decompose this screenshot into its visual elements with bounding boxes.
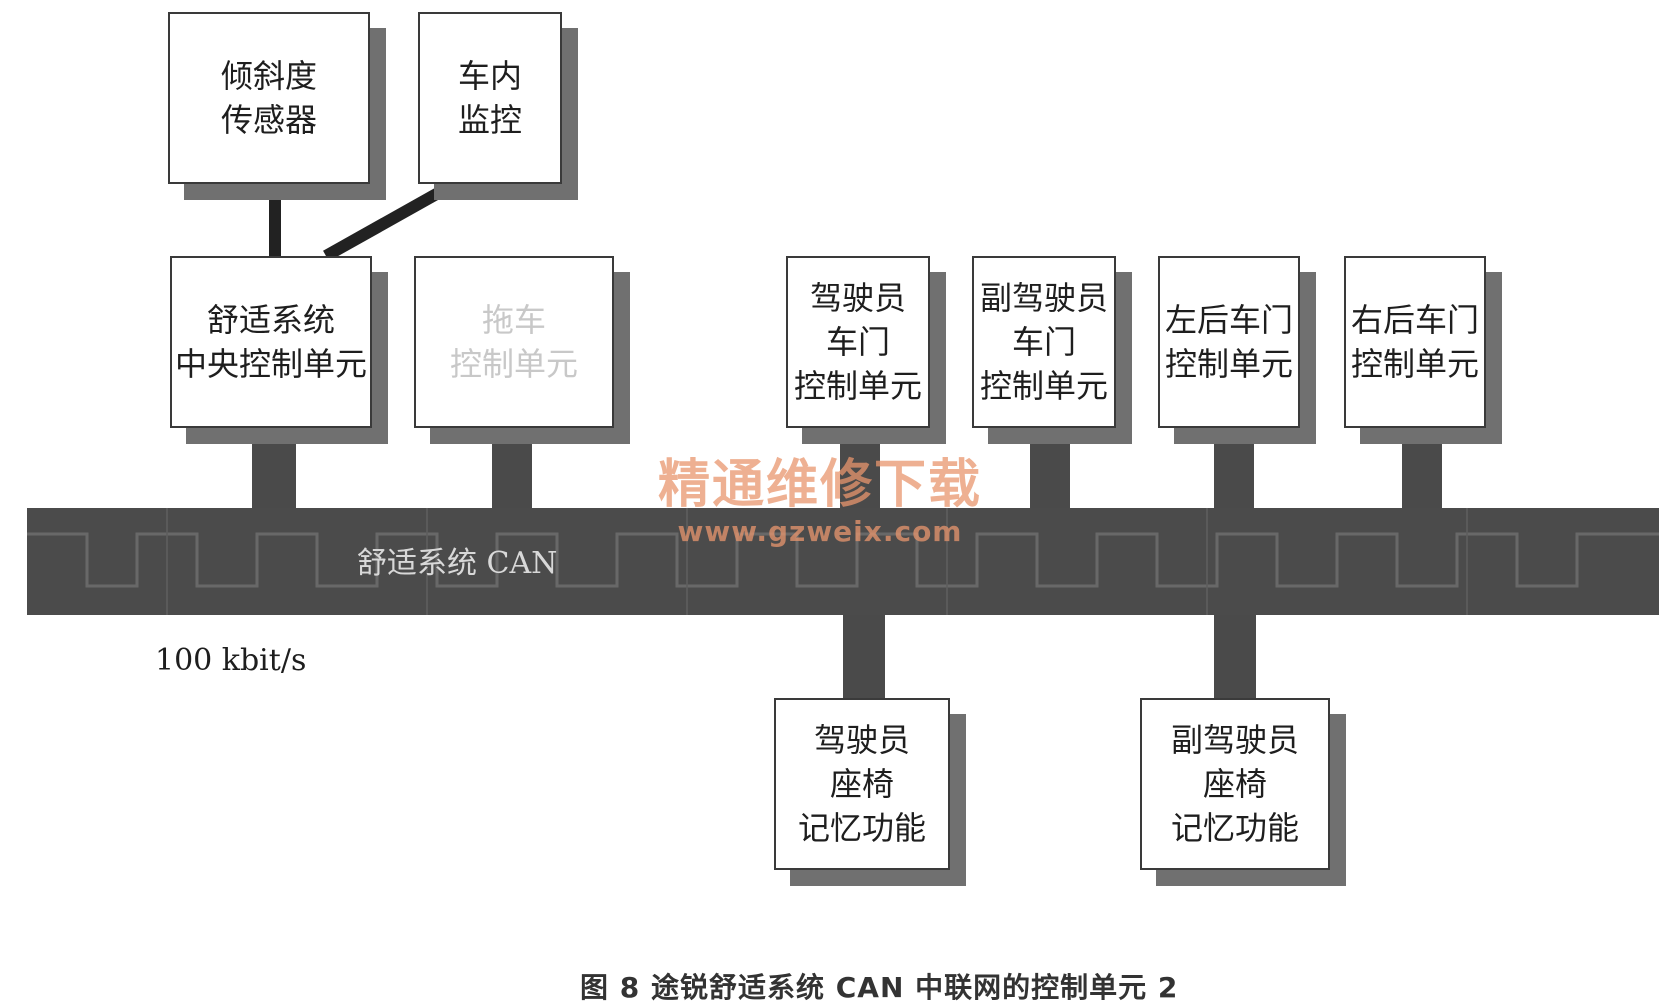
comfort-can-bus: 舒适系统 CAN	[27, 508, 1659, 615]
box-line: 车门	[825, 323, 890, 361]
stem-right-rear-door	[1402, 424, 1442, 510]
box-line: 车内	[457, 57, 522, 95]
box-line: 控制单元	[1350, 345, 1479, 383]
passenger-seat-memory-box: 副驾驶员 座椅 记忆功能	[1140, 698, 1330, 870]
box-line: 控制单元	[449, 345, 578, 383]
box-line: 记忆功能	[1170, 809, 1299, 847]
box-line: 驾驶员	[809, 279, 906, 317]
box-line: 控制单元	[979, 367, 1108, 405]
box-line: 传感器	[220, 101, 317, 139]
bus-label: 舒适系统 CAN	[357, 546, 558, 581]
passenger-door-unit-box: 副驾驶员 车门 控制单元	[972, 256, 1116, 428]
right-rear-door-unit-box: 右后车门 控制单元	[1344, 256, 1486, 428]
box-line: 舒适系统	[206, 301, 335, 339]
watermark: 精通维修下载 www.gzweix.com	[658, 455, 982, 549]
bus-speed-label: 100 kbit/s	[155, 643, 307, 678]
interior-monitor-box: 车内 监控	[418, 12, 562, 184]
box-line: 监控	[457, 101, 522, 139]
stem-left-rear-door	[1214, 424, 1254, 510]
box-line: 副驾驶员	[979, 279, 1108, 317]
box-line: 驾驶员	[813, 721, 910, 759]
stem-central-unit	[252, 438, 296, 510]
inclination-sensor-box: 倾斜度 传感器	[168, 12, 370, 184]
interior-monitor-link	[323, 186, 443, 262]
left-rear-door-unit-box: 左后车门 控制单元	[1158, 256, 1300, 428]
box-line: 控制单元	[1164, 345, 1293, 383]
stem-passenger-door	[1030, 424, 1070, 510]
stem-driver-door	[840, 424, 880, 510]
box-line: 倾斜度	[220, 57, 317, 95]
box-line: 记忆功能	[797, 809, 926, 847]
watermark-name: 精通维修下载	[658, 455, 983, 515]
figure-caption: 图 8 途锐舒适系统 CAN 中联网的控制单元 2	[580, 971, 1179, 1004]
central-control-unit-box: 舒适系统 中央控制单元	[170, 256, 372, 428]
stem-passenger-seat	[1214, 613, 1256, 699]
box-line: 拖车	[481, 301, 546, 339]
box-line: 左后车门	[1164, 301, 1293, 339]
box-line: 控制单元	[793, 367, 922, 405]
box-line: 右后车门	[1350, 301, 1479, 339]
box-line: 车门	[1011, 323, 1076, 361]
stem-trailer-unit	[492, 438, 532, 510]
driver-seat-memory-box: 驾驶员 座椅 记忆功能	[774, 698, 950, 870]
stem-driver-seat	[843, 613, 885, 699]
trailer-control-unit-box: 拖车 控制单元	[414, 256, 614, 428]
bus-signal-texture	[27, 508, 1659, 615]
box-line: 座椅	[829, 765, 894, 803]
box-line: 副驾驶员	[1170, 721, 1299, 759]
watermark-url: www.gzweix.com	[677, 515, 963, 548]
box-line: 座椅	[1202, 765, 1267, 803]
driver-door-unit-box: 驾驶员 车门 控制单元	[786, 256, 930, 428]
box-line: 中央控制单元	[174, 345, 367, 383]
